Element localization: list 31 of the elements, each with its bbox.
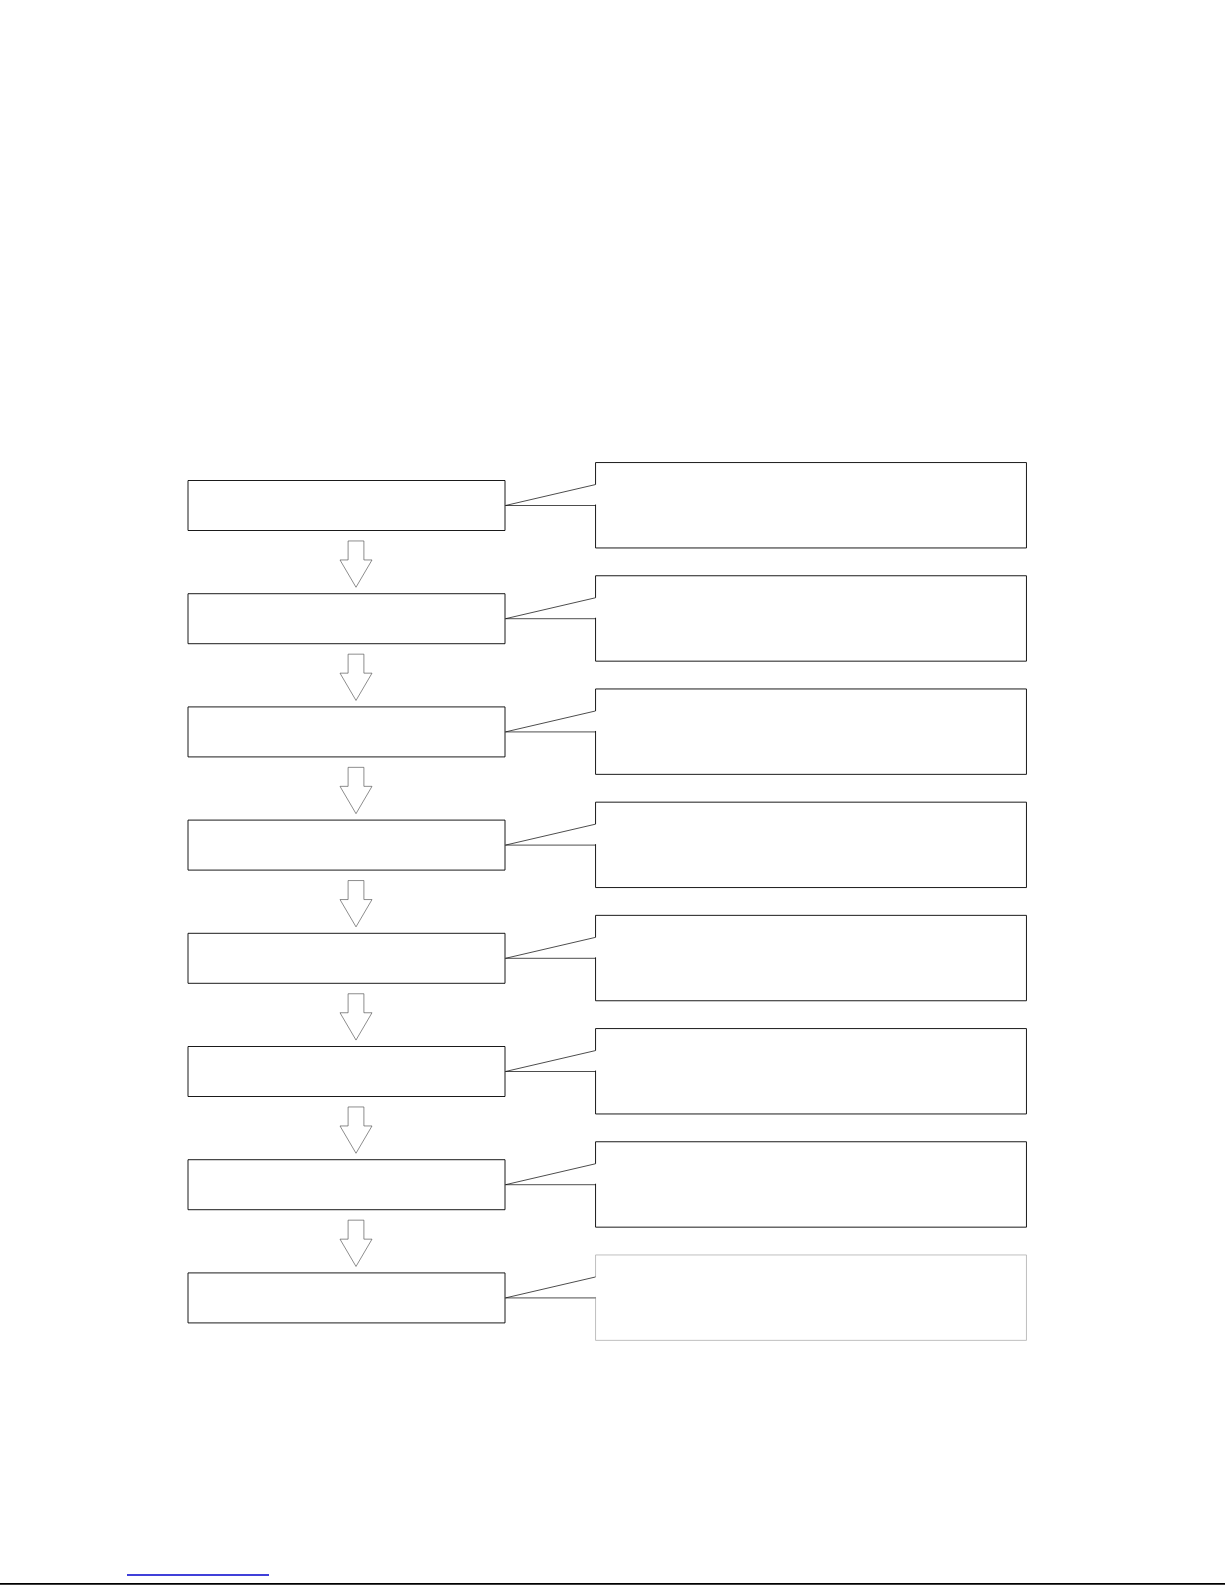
callout-pointer [505, 484, 596, 506]
callout-box [595, 462, 1027, 549]
flow-box [187, 1046, 506, 1097]
block-arrow [339, 1219, 373, 1267]
block-arrow [339, 1106, 373, 1154]
flow-box [187, 932, 506, 984]
block-arrow [339, 653, 373, 701]
callout-pointer [505, 1050, 596, 1072]
callout-box [595, 801, 1027, 888]
callout-pointer [505, 1276, 596, 1299]
block-arrow [339, 880, 373, 928]
callout-pointer [505, 823, 596, 846]
callout-box [595, 575, 1027, 662]
flow-box [187, 480, 506, 531]
callout-pointer [505, 710, 596, 733]
flow-box [187, 819, 506, 871]
flow-box [187, 593, 506, 645]
callout-pointer [505, 597, 596, 620]
callout-box [595, 1254, 1027, 1341]
flow-box [187, 706, 506, 758]
callout-box [595, 914, 1027, 1002]
flow-box [187, 1159, 506, 1211]
callout-box [595, 1141, 1027, 1228]
callout-box [595, 688, 1027, 775]
callout-pointer [505, 1163, 596, 1186]
callout-pointer [505, 937, 596, 959]
block-arrow [339, 767, 373, 814]
callout-box [595, 1028, 1027, 1115]
block-arrow [339, 993, 373, 1041]
flow-box [187, 1272, 506, 1324]
block-arrow [339, 540, 373, 588]
